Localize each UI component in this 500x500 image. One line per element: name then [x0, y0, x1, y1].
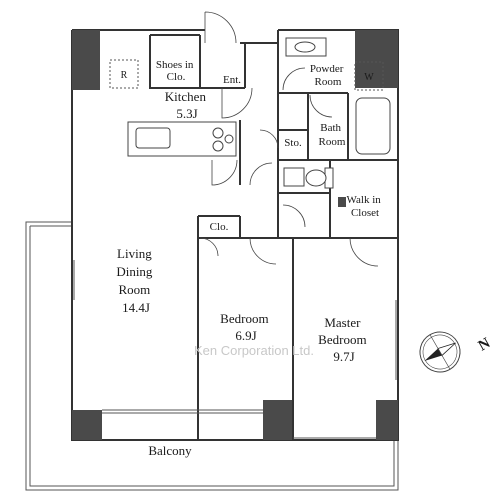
- room-labels: Shoes in Clo. Ent. R W Powder Room Kitch…: [116, 59, 384, 458]
- label-powder-2: Room: [315, 76, 342, 88]
- outer-walls: [71, 29, 399, 441]
- label-shoes-1: Shoes in: [156, 59, 194, 71]
- label-bedroom-1: Bedroom: [220, 311, 268, 326]
- label-kitchen-1: Kitchen: [165, 89, 207, 104]
- kitchen-sink: [135, 127, 171, 149]
- interior-walls: [149, 30, 398, 440]
- label-master-1: Master: [324, 315, 361, 330]
- label-master-3: 9.7J: [333, 349, 354, 364]
- svg-text:Walk in Closet: Walk in Closet: [347, 194, 384, 219]
- label-kitchen-2: 5.3J: [176, 106, 197, 121]
- label-master-2: Bedroom: [318, 332, 366, 347]
- label-powder-1: Powder: [310, 63, 344, 75]
- label-sto: Sto.: [284, 137, 302, 149]
- label-shoes-2: Clo.: [167, 71, 186, 83]
- fixtures: [109, 37, 391, 189]
- doors: [199, 11, 379, 267]
- bathtub: [355, 97, 391, 155]
- label-walkin-2: Closet: [351, 207, 379, 219]
- basin-counter: [283, 167, 305, 187]
- label-bath-2: Room: [319, 136, 346, 148]
- label-living-3: Room: [118, 282, 150, 297]
- label-living-4: 14.4J: [122, 300, 150, 315]
- svg-text:Bedroom 6.9J: Bedroom 6.9J: [220, 311, 272, 343]
- powder-basin: [294, 41, 316, 53]
- svg-text:Master Bedroom 9.7: Master Bedroom 9.7J: [318, 315, 370, 364]
- label-r: R: [121, 70, 128, 81]
- svg-text:Powder Room: Powder Room: [310, 63, 346, 88]
- svg-text:Bath Room: Bath Room: [319, 122, 346, 148]
- stove-burner: [212, 127, 224, 139]
- label-walkin-1: Walk in: [347, 194, 382, 206]
- label-living-2: Dining: [116, 264, 153, 279]
- compass-north-label: N: [476, 335, 494, 354]
- label-bath-1: Bath: [320, 122, 341, 134]
- stove-burner: [224, 134, 234, 144]
- svg-text:Living Dining Room: Living Dining Room 14.4J: [116, 246, 155, 315]
- columns: [72, 30, 398, 440]
- svg-text:Shoes in Clo.: Shoes in Clo.: [156, 59, 196, 83]
- refrigerator-space: [109, 59, 139, 89]
- label-ent: Ent.: [223, 74, 241, 86]
- label-clo: Clo.: [210, 221, 229, 233]
- label-living-1: Living: [117, 246, 152, 261]
- washer-space: [354, 61, 384, 91]
- south-windows: [73, 260, 397, 439]
- svg-text:Kitchen 5.3J: Kitchen 5.3J: [165, 89, 209, 121]
- balcony-outline: [25, 221, 399, 491]
- label-bedroom-2: 6.9J: [235, 328, 256, 343]
- stove-burner: [212, 140, 224, 152]
- compass-icon: [419, 331, 461, 373]
- label-w: W: [364, 72, 374, 83]
- watermark: Ken Corporation Ltd.: [194, 343, 314, 358]
- label-balcony: Balcony: [148, 443, 192, 458]
- toilet-bowl: [305, 169, 327, 187]
